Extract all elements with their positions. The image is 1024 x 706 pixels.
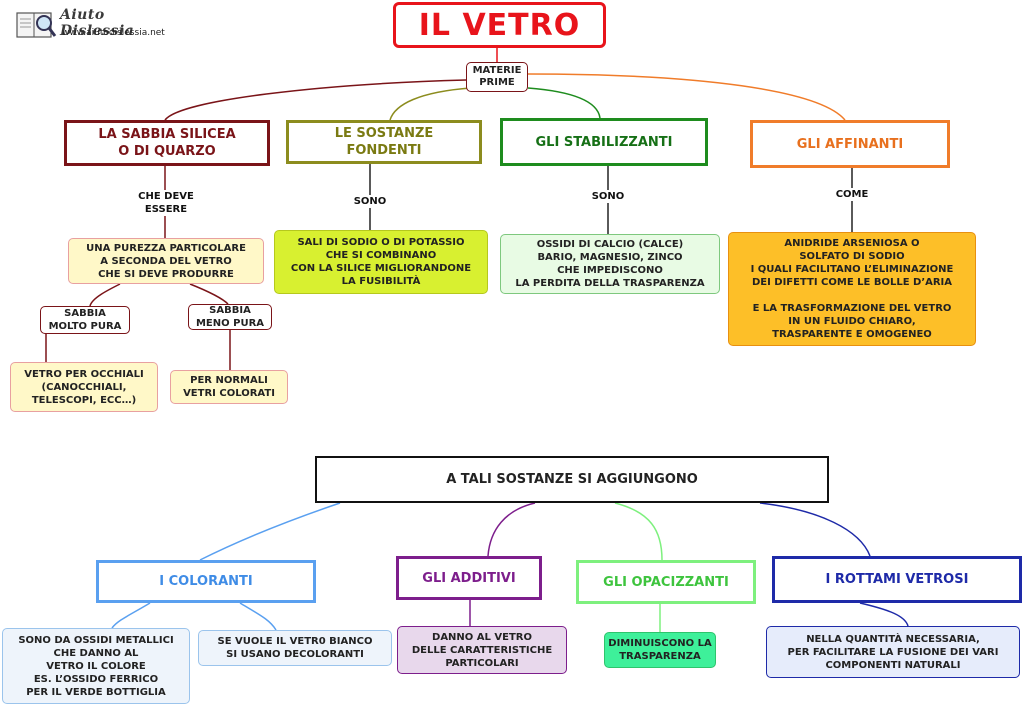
aiuto-dislessia-logo[interactable]: Aiuto Dislessia www.aiutodislessia.net (14, 6, 184, 44)
link-label-sono-stabilizzanti: SONO (590, 190, 626, 203)
connector-root-sabbia (164, 79, 467, 121)
category-affinanti: GLI AFFINANTI (750, 120, 950, 168)
connector-rottami-fusione (859, 602, 909, 627)
book-magnifier-icon (16, 12, 57, 38)
connector-purezza-molto (89, 283, 121, 307)
link-label-che-deve-essere: CHE DEVE ESSERE (130, 190, 202, 216)
note-sabbia-meno-pura: SABBIA MENO PURA (188, 304, 272, 330)
connector-tali-opacizzanti (614, 502, 663, 561)
connector-tali-rottami (759, 502, 871, 557)
note-vetri-colorati: PER NORMALI VETRI COLORATI (170, 370, 288, 404)
page-title: IL VETRO (393, 2, 606, 48)
connector-root-fondenti (389, 87, 471, 121)
category-sabbia: LA SABBIA SILICEA O DI QUARZO (64, 120, 270, 166)
note-vetro-occhiali: VETRO PER OCCHIALI (CANOCCHIALI, TELESCO… (10, 362, 158, 412)
addition-opacizzanti: GLI OPACIZZANTI (576, 560, 756, 604)
addition-rottami: I ROTTAMI VETROSI (772, 556, 1022, 603)
note-sali-sodio: SALI DI SODIO O DI POTASSIO CHE SI COMBI… (274, 230, 488, 294)
connector-tali-coloranti (199, 502, 341, 561)
connector-coloranti-ossidi (111, 602, 151, 629)
addition-coloranti: I COLORANTI (96, 560, 316, 603)
logo-url: www.aiutodislessia.net (62, 28, 165, 38)
connector-root-stabilizzanti (527, 87, 601, 119)
connector-purezza-meno (189, 283, 229, 305)
note-ossidi-metallici: SONO DA OSSIDI METALLICI CHE DANNO AL VE… (2, 628, 190, 704)
connector-root-affinanti (527, 73, 846, 121)
connector-tali-additivi (487, 502, 536, 557)
addition-additivi: GLI ADDITIVI (396, 556, 542, 600)
category-stabilizzanti: GLI STABILIZZANTI (500, 118, 708, 166)
note-ossidi-calcio: OSSIDI DI CALCIO (CALCE) BARIO, MAGNESIO… (500, 234, 720, 294)
note-decoloranti: SE VUOLE IL VETR0 BIANCO SI USANO DECOLO… (198, 630, 392, 666)
logo-name: Aiuto Dislessia (60, 7, 135, 39)
link-label-sono-fondenti: SONO (352, 195, 388, 208)
note-sabbia-molto-pura: SABBIA MOLTO PURA (40, 306, 130, 334)
note-fusione-componenti: NELLA QUANTITÀ NECESSARIA, PER FACILITAR… (766, 626, 1020, 678)
category-fondenti: LE SOSTANZE FONDENTI (286, 120, 482, 164)
root-node-materie-prime: MATERIE PRIME (466, 62, 528, 92)
note-purezza: UNA PUREZZA PARTICOLARE A SECONDA DEL VE… (68, 238, 264, 284)
note-caratteristiche: DANNO AL VETRO DELLE CARATTERISTICHE PAR… (397, 626, 567, 674)
second-root-aggiungono: A TALI SOSTANZE SI AGGIUNGONO (315, 456, 829, 503)
connector-coloranti-decoloranti (239, 602, 277, 631)
note-diminuiscono-trasparenza: DIMINUISCONO LA TRASPARENZA (604, 632, 716, 668)
note-anidride-arseniosa: ANIDRIDE ARSENIOSA O SOLFATO DI SODIO I … (728, 232, 976, 346)
link-label-come: COME (832, 188, 872, 201)
